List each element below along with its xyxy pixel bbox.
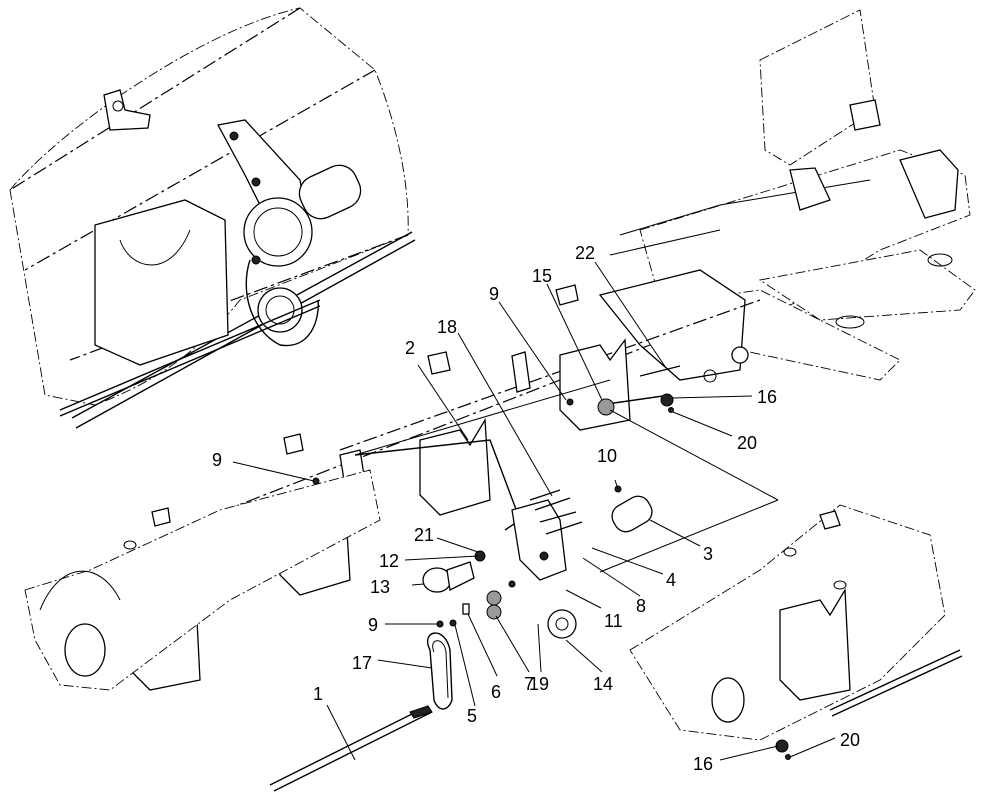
callout-17: 17	[352, 653, 372, 673]
callout-9-upper: 9	[489, 284, 499, 304]
upper-left-housing	[9, 7, 416, 429]
callout-15: 15	[532, 266, 552, 286]
exploded-small-parts	[269, 365, 791, 792]
callout-20-lower: 20	[840, 730, 860, 750]
callout-8: 8	[636, 596, 646, 616]
callout-19: 19	[529, 674, 549, 694]
callout-labels: 1 2 3 4 5 6 7 8 9 9 9 10 11 12 13 14 15 …	[212, 243, 860, 774]
callout-14: 14	[593, 674, 613, 694]
callout-7: 7	[524, 674, 534, 694]
callout-1: 1	[313, 684, 323, 704]
upper-motor-assembly	[59, 119, 362, 417]
callout-5: 5	[467, 706, 477, 726]
callout-21: 21	[414, 525, 434, 545]
callout-2: 2	[405, 338, 415, 358]
leader-lines	[232, 261, 836, 761]
callout-3: 3	[703, 544, 713, 564]
callout-16-upper: 16	[757, 387, 777, 407]
callout-4: 4	[666, 570, 676, 590]
callout-10: 10	[597, 446, 617, 466]
callout-9-left: 9	[212, 450, 222, 470]
callout-18: 18	[437, 317, 457, 337]
callout-6: 6	[491, 682, 501, 702]
callout-16-lower: 16	[693, 754, 713, 774]
callout-12: 12	[379, 551, 399, 571]
callout-9-lower: 9	[368, 615, 378, 635]
callout-20-upper: 20	[737, 433, 757, 453]
lower-left-housing	[24, 469, 381, 691]
callout-22: 22	[575, 243, 595, 263]
upper-right-frame	[598, 9, 976, 383]
lower-right-housing	[629, 504, 963, 741]
callout-11: 11	[604, 611, 623, 631]
callout-13: 13	[370, 577, 390, 597]
